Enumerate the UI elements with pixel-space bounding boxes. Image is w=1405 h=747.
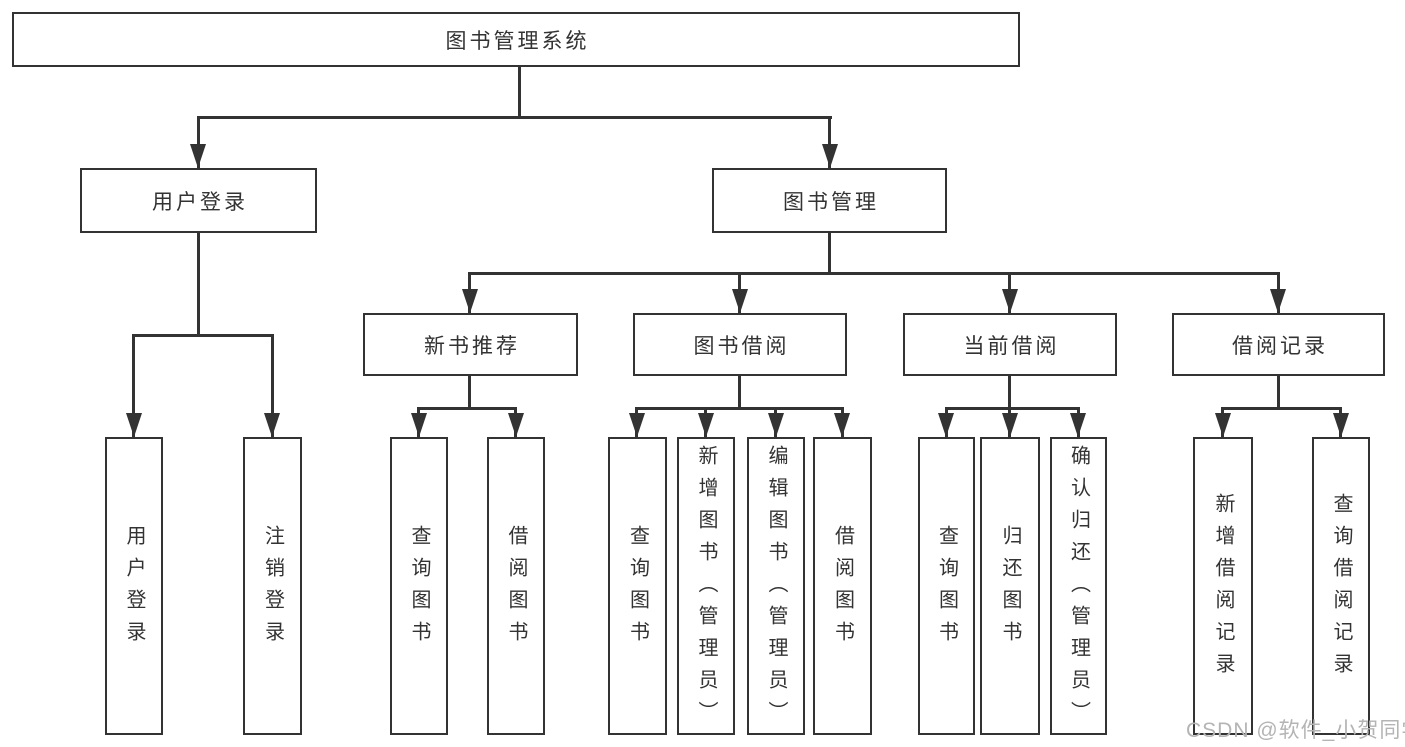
arrowhead-down-icon — [822, 144, 838, 168]
arrowhead-down-icon — [834, 413, 850, 437]
arrowhead-down-icon — [126, 413, 142, 437]
arrowhead-down-icon — [508, 413, 524, 437]
new-book-recommend-box: 新书推荐 — [363, 313, 578, 376]
leaf-query-books-3-box: 查询图书 — [918, 437, 975, 735]
arrowhead-down-icon — [698, 413, 714, 437]
connector-line — [738, 376, 741, 409]
arrowhead-down-icon — [190, 144, 206, 168]
book-borrow-box: 图书借阅 — [633, 313, 847, 376]
connector-line — [635, 407, 844, 410]
leaf-query-books-2-box: 查询图书 — [608, 437, 667, 735]
arrowhead-down-icon — [732, 289, 748, 313]
leaf-query-books-1-box: 查询图书 — [390, 437, 448, 735]
leaf-query-borrow-record-box: 查询借阅记录 — [1312, 437, 1370, 735]
connector-line — [828, 233, 831, 274]
arrowhead-down-icon — [768, 413, 784, 437]
leaf-borrow-books-2-box: 借阅图书 — [813, 437, 872, 735]
leaf-return-books-box: 归还图书 — [980, 437, 1040, 735]
arrowhead-down-icon — [1215, 413, 1231, 437]
connector-line — [468, 272, 1280, 275]
connector-line — [132, 336, 135, 437]
arrowhead-down-icon — [411, 413, 427, 437]
arrowhead-down-icon — [1070, 413, 1086, 437]
connector-line — [417, 407, 517, 410]
leaf-add-borrow-record-box: 新增借阅记录 — [1193, 437, 1253, 735]
connector-line — [518, 67, 521, 118]
arrowhead-down-icon — [1002, 289, 1018, 313]
leaf-logout-box: 注销登录 — [243, 437, 302, 735]
connector-line — [132, 334, 274, 337]
leaf-user-login-box: 用户登录 — [105, 437, 163, 735]
book-management-box: 图书管理 — [712, 168, 947, 233]
arrowhead-down-icon — [462, 289, 478, 313]
connector-line — [197, 233, 200, 336]
borrow-records-box: 借阅记录 — [1172, 313, 1385, 376]
leaf-add-books-admin-box: 新增图书（管理员） — [677, 437, 735, 735]
connector-line — [271, 336, 274, 437]
arrowhead-down-icon — [1270, 289, 1286, 313]
connector-line — [197, 117, 200, 168]
connector-line — [468, 376, 471, 409]
leaf-confirm-return-admin-box: 确认归还（管理员） — [1050, 437, 1107, 735]
connector-line — [1277, 376, 1280, 409]
connector-line — [945, 407, 1080, 410]
arrowhead-down-icon — [938, 413, 954, 437]
current-borrow-box: 当前借阅 — [903, 313, 1117, 376]
arrowhead-down-icon — [264, 413, 280, 437]
root-box: 图书管理系统 — [12, 12, 1020, 67]
leaf-borrow-books-1-box: 借阅图书 — [487, 437, 545, 735]
connector-line — [1221, 407, 1342, 410]
user-login-box: 用户登录 — [80, 168, 317, 233]
arrowhead-down-icon — [1002, 413, 1018, 437]
leaf-edit-books-admin-box: 编辑图书（管理员） — [747, 437, 805, 735]
arrowhead-down-icon — [629, 413, 645, 437]
connector-line — [1008, 376, 1011, 409]
arrowhead-down-icon — [1333, 413, 1349, 437]
connector-line — [828, 117, 831, 168]
connector-line — [197, 116, 832, 119]
